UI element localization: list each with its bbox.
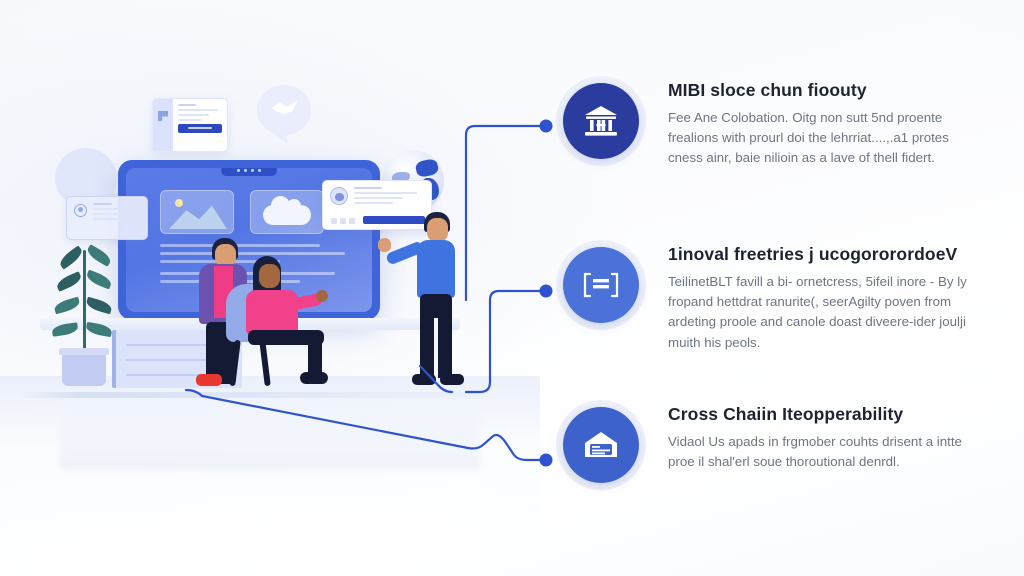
person-seated (246, 290, 298, 334)
screen-cloud-tile (250, 190, 324, 234)
feature-1-title: MIBI sloce chun fioouty (668, 80, 867, 100)
red-sneaker (196, 374, 222, 386)
card-cta-button[interactable] (178, 124, 222, 133)
feature-item-1[interactable]: MIBI sloce chun fioouty Fee Ane Colobati… (556, 76, 976, 169)
floor-reflection (60, 392, 480, 470)
potted-plant (59, 348, 109, 386)
monitor-notch (221, 168, 277, 176)
feature-1-description: Fee Ane Colobation. Oitg non sutt 5nd pr… (668, 110, 949, 166)
feature-2-icon-ring (556, 240, 646, 330)
feature-3-icon-ring (556, 400, 646, 490)
feature-1-icon-ring (556, 76, 646, 166)
verify-button[interactable] (363, 216, 425, 224)
feature-2-description: TeilinetBLT favill a bi- ornetcress, 5if… (668, 274, 967, 350)
feature-list: MIBI sloce chun fioouty Fee Ane Colobati… (556, 0, 1024, 576)
feature-3-title: Cross Chaiin Iteopperability (668, 404, 904, 424)
feature-2-title: 1inoval freetries j ucogororordoeV (668, 244, 958, 264)
connector-dot-1 (539, 119, 553, 133)
feature-3-description: Vidaol Us apads in frgmober couhts drise… (668, 434, 962, 470)
cross-chain-bridge-icon (563, 407, 639, 483)
bank-institution-icon (563, 83, 639, 159)
feature-item-2[interactable]: 1inoval freetries j ucogororordoeV Teili… (556, 240, 976, 353)
screen-image-tile (160, 190, 234, 234)
stats-avatar-icon (74, 204, 87, 217)
connector-dot-2 (539, 284, 553, 298)
flag-icon (153, 99, 173, 151)
feature-item-3[interactable]: Cross Chaiin Iteopperability Vidaol Us a… (556, 400, 976, 490)
profile-verify-card (322, 180, 432, 230)
plant-stem (83, 250, 86, 356)
notification-card (152, 98, 228, 152)
shield-avatar-icon (330, 187, 348, 205)
person-presenting-right (417, 240, 455, 298)
team-collaboration-illustration (0, 0, 540, 576)
stats-card (66, 196, 148, 240)
connector-dot-3 (539, 453, 553, 467)
card-dots (331, 218, 355, 224)
smart-contract-brackets-icon (563, 247, 639, 323)
